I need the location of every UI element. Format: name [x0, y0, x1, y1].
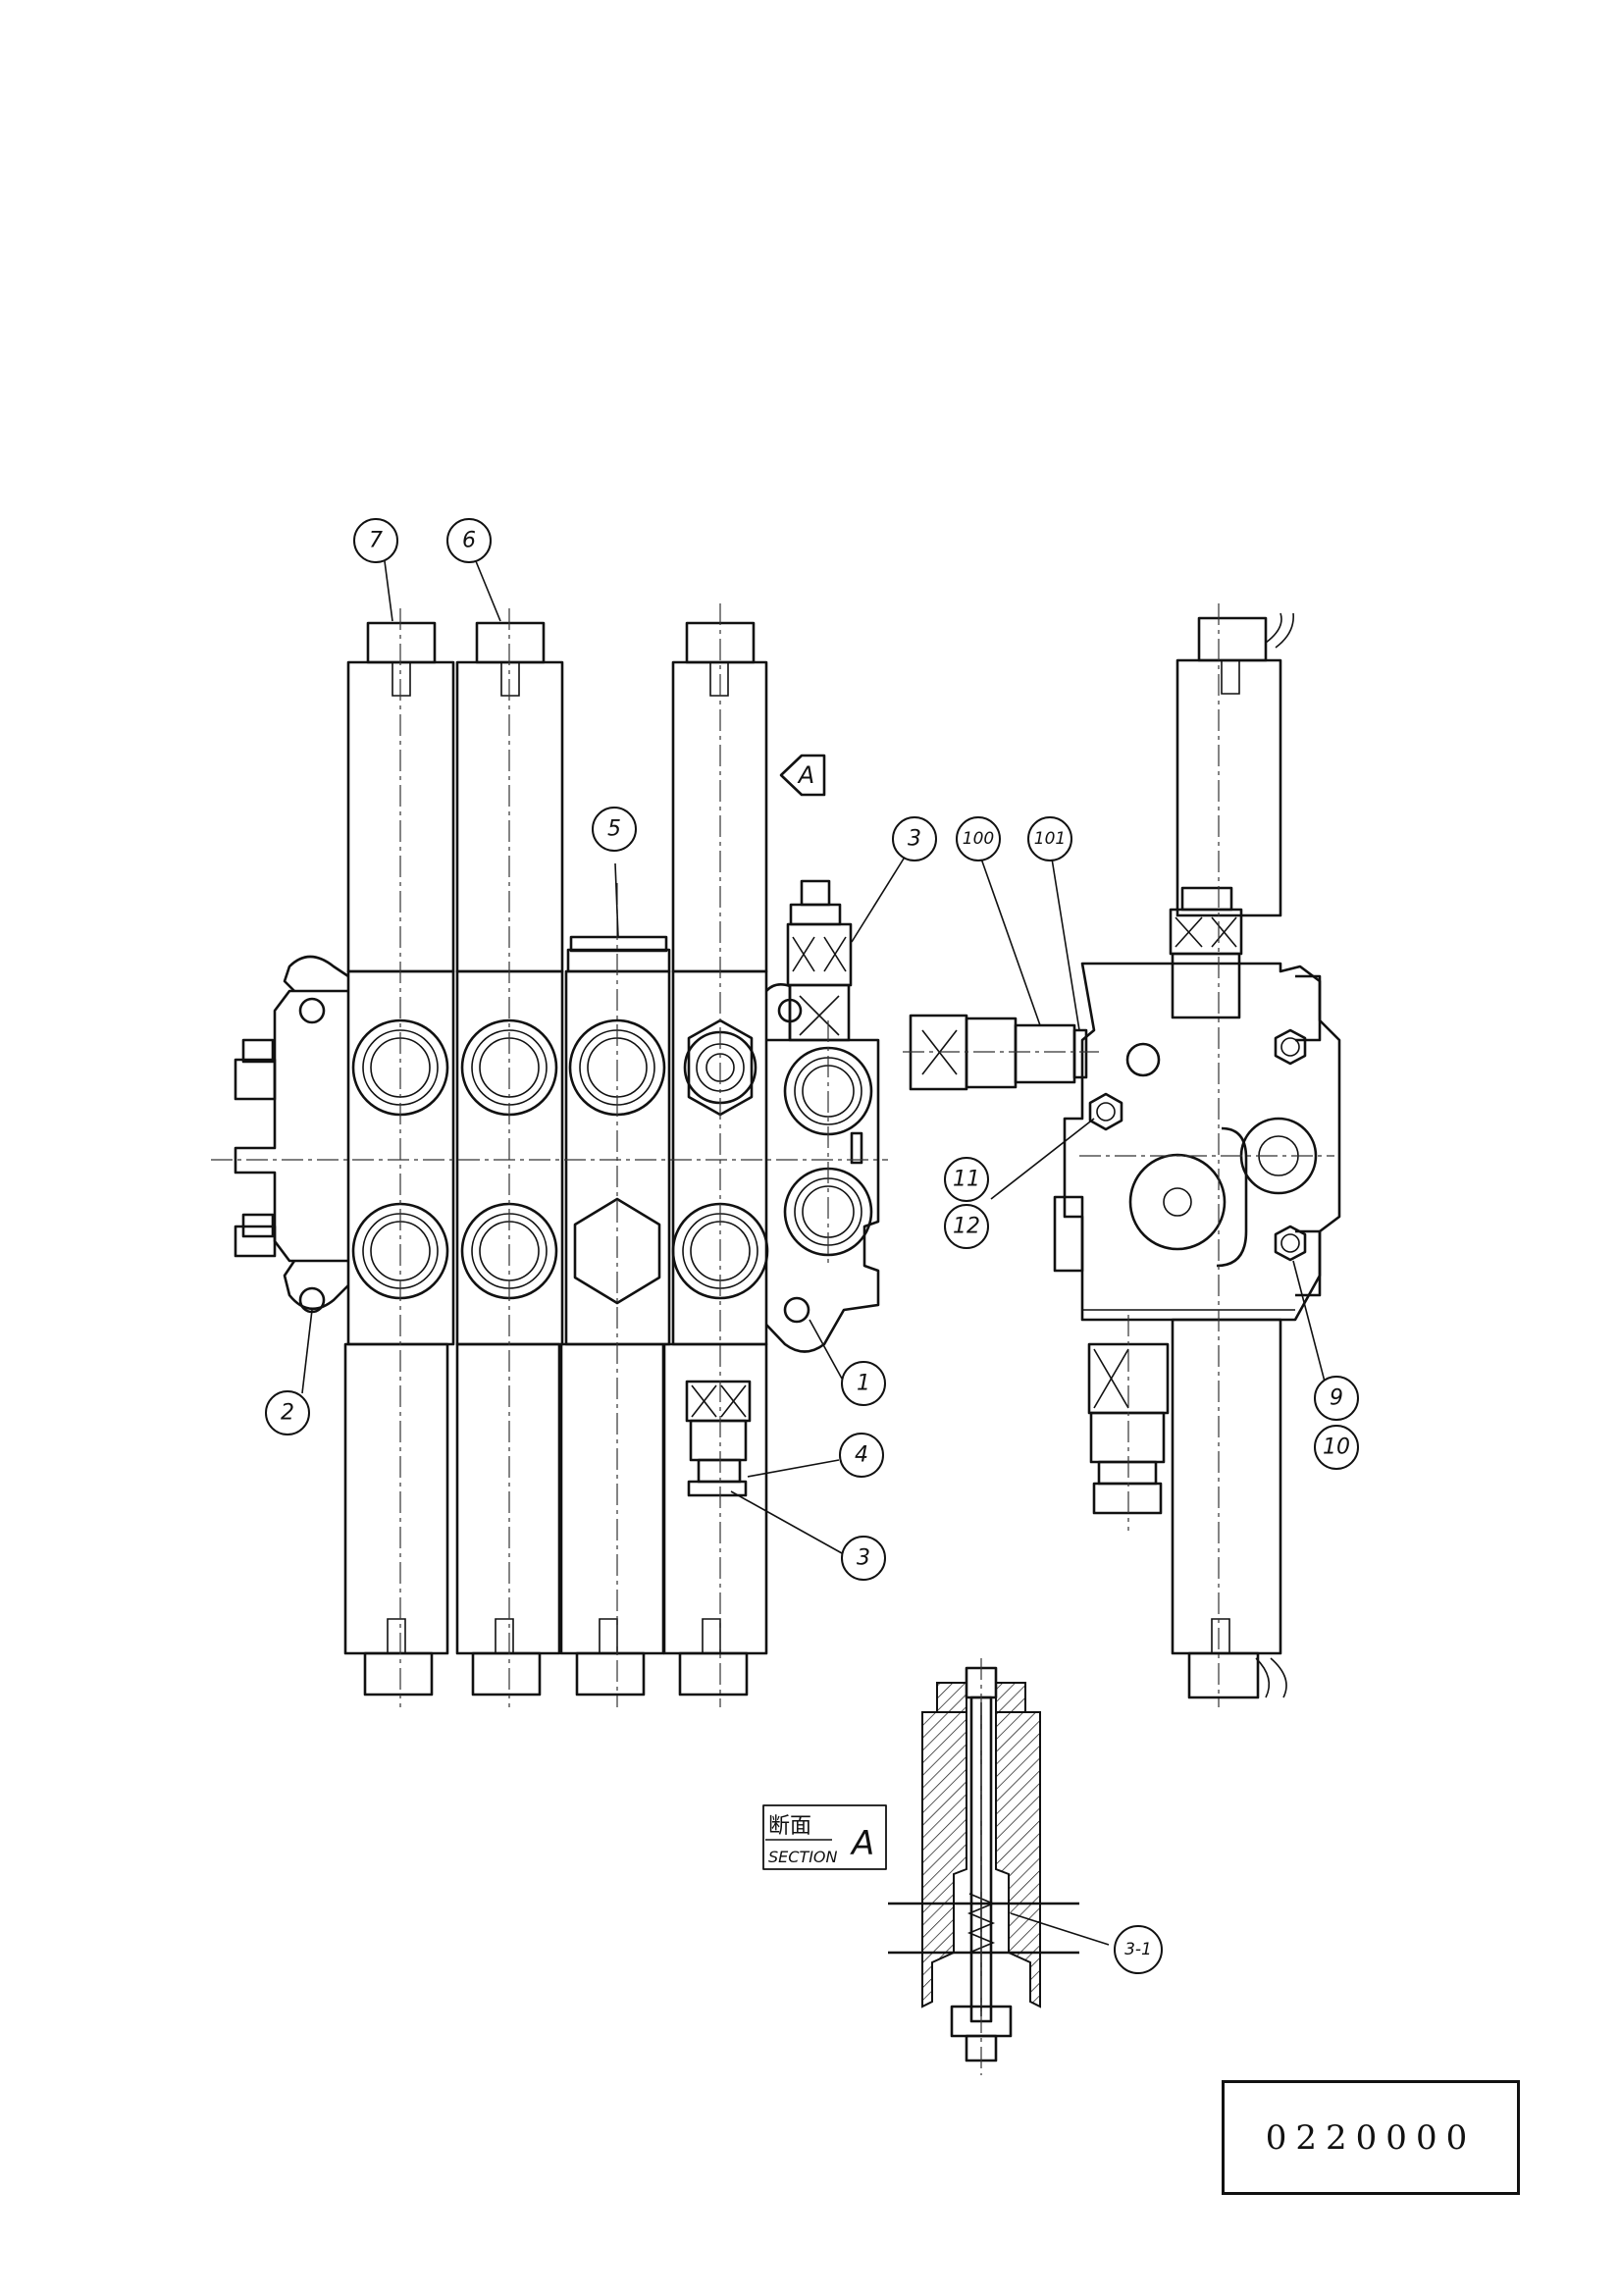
lower-solenoid-coils	[345, 1344, 766, 1695]
valve-body-sections	[348, 971, 767, 1344]
balloon-3-top: 3	[893, 817, 936, 861]
balloon-3-1-label: 3-1	[1124, 1940, 1152, 1959]
balloon-10-label: 10	[1323, 1435, 1350, 1460]
relief-valve-bottom	[687, 1382, 750, 1495]
side-view	[903, 603, 1339, 1707]
balloon-1-label: 1	[857, 1372, 870, 1396]
balloon-11: 11	[945, 1158, 988, 1201]
balloon-4: 4	[840, 1434, 883, 1477]
left-end-cover	[235, 957, 348, 1312]
balloon-4-label: 4	[855, 1443, 868, 1468]
balloon-9-label: 9	[1330, 1386, 1343, 1411]
balloon-7: 7	[354, 519, 397, 562]
balloon-12-label: 12	[953, 1215, 980, 1239]
balloon-3-bottom: 3	[842, 1537, 885, 1580]
balloon-3-1: 3-1	[1115, 1926, 1162, 1973]
balloon-2-label: 2	[281, 1401, 294, 1426]
front-view: A	[211, 603, 888, 1707]
balloon-2: 2	[266, 1391, 309, 1435]
plug-section-top	[568, 950, 669, 971]
section-kanji: 断面	[768, 1814, 811, 1839]
balloon-11-label: 11	[953, 1168, 980, 1192]
section-word: SECTION	[768, 1848, 838, 1866]
upper-solenoid-coils	[348, 623, 766, 971]
relief-valve-top	[788, 881, 851, 1040]
balloon-6-label: 6	[462, 529, 476, 553]
drawing-number-box: 0220000	[1222, 2080, 1520, 2195]
balloon-3-bottom-label: 3	[857, 1546, 870, 1571]
section-a-label: 断面 SECTION A	[763, 1805, 886, 1869]
view-arrow-letter: A	[797, 761, 814, 789]
section-letter: A	[850, 1824, 874, 1863]
balloon-9: 9	[1315, 1377, 1358, 1420]
balloon-12: 12	[945, 1205, 988, 1248]
section-a-view	[888, 1658, 1079, 2075]
balloon-10: 10	[1315, 1426, 1358, 1469]
balloon-100: 100	[957, 817, 1000, 861]
balloon-7-label: 7	[369, 529, 383, 553]
view-arrow-a: A	[781, 756, 824, 795]
balloon-5-label: 5	[607, 817, 621, 842]
front-center-lines	[211, 603, 888, 1707]
balloon-101: 101	[1028, 817, 1071, 861]
balloon-3-top-label: 3	[908, 827, 921, 852]
balloon-101-label: 101	[1034, 829, 1066, 849]
balloon-1: 1	[842, 1362, 885, 1405]
balloon-100-label: 100	[963, 829, 994, 849]
balloon-5: 5	[593, 808, 636, 851]
leader-lines	[302, 561, 1325, 1945]
plug-5	[571, 937, 666, 951]
balloon-6: 6	[447, 519, 491, 562]
